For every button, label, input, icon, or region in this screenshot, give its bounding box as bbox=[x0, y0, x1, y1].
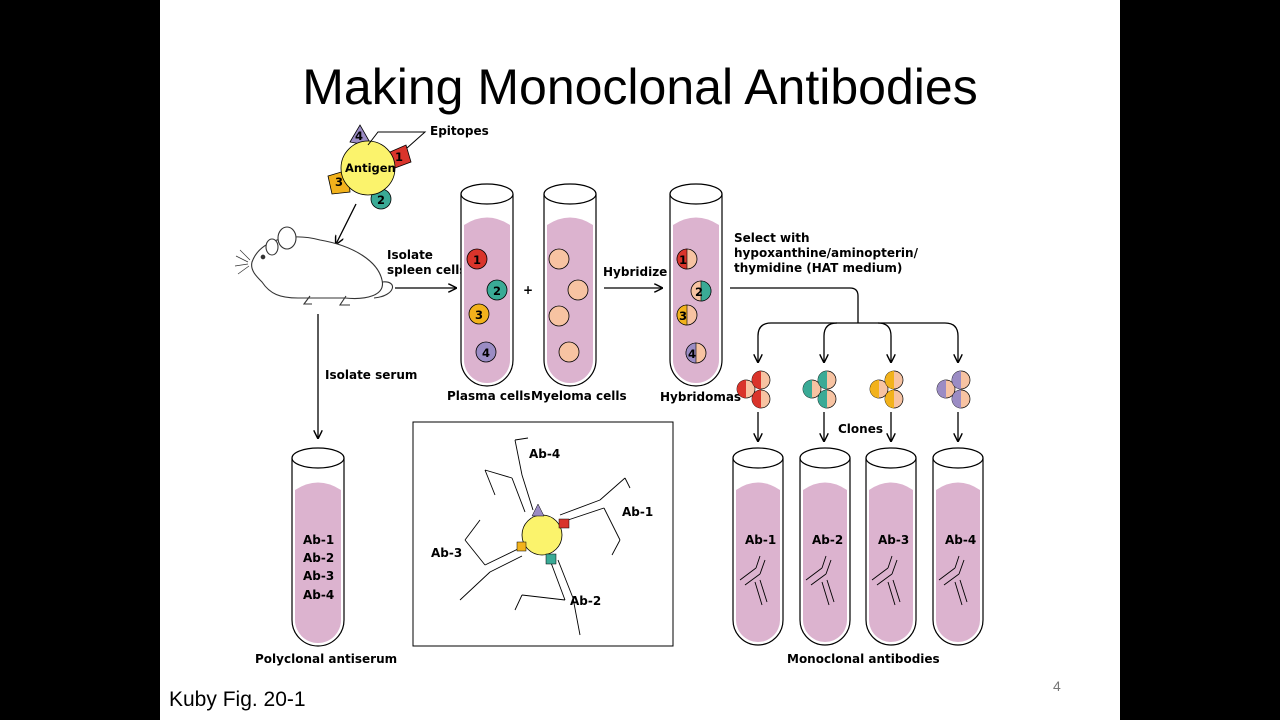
plus-sign: + bbox=[523, 283, 533, 297]
clones-label: Clones bbox=[838, 422, 883, 436]
plasma-cell-4-number: 4 bbox=[482, 346, 490, 360]
mouse-illustration bbox=[234, 226, 393, 306]
hybridize-label: Hybridize bbox=[603, 265, 667, 279]
epitopes-bracket bbox=[367, 131, 427, 149]
polyclonal-content-3: Ab-3 bbox=[303, 569, 334, 583]
slide: Making Monoclonal Antibodies 4 3 2 1 Ant… bbox=[160, 0, 1120, 720]
antigen-group: 4 3 2 1 Antigen Epitopes bbox=[327, 124, 489, 210]
isolate-spleen-label-line2: spleen cells bbox=[387, 263, 466, 277]
epitope-1-number: 1 bbox=[395, 150, 403, 164]
monoclonal-tube-2-label: Ab-2 bbox=[812, 533, 843, 547]
hybridoma-3-number: 3 bbox=[679, 309, 687, 323]
hybridoma-1-number: 1 bbox=[679, 253, 687, 267]
hybridoma-2-number: 2 bbox=[695, 285, 703, 299]
inset-box: Ab-4 Ab-1 Ab-3 Ab-2 bbox=[412, 421, 674, 647]
epitopes-label: Epitopes bbox=[430, 124, 489, 138]
monoclonal-tube-1: Ab-1 bbox=[732, 447, 784, 646]
clone-cluster-1 bbox=[736, 370, 771, 409]
diagram: 4 3 2 1 Antigen Epitopes Isolate spleen … bbox=[234, 124, 984, 666]
plasma-cells-tube: 1 2 3 4 bbox=[460, 183, 514, 387]
monoclonal-tube-1-label: Ab-1 bbox=[745, 533, 776, 547]
inset-epitope-4 bbox=[531, 503, 545, 517]
plasma-cell-1-number: 1 bbox=[473, 253, 481, 267]
plasma-cells-label: Plasma cells bbox=[447, 389, 531, 403]
antigen-label: Antigen bbox=[345, 161, 396, 175]
inset-antigen bbox=[521, 514, 563, 556]
epitope-2-number: 2 bbox=[377, 193, 385, 207]
polyclonal-content-2: Ab-2 bbox=[303, 551, 334, 565]
polyclonal-label: Polyclonal antiserum bbox=[255, 652, 397, 666]
plasma-cell-3-number: 3 bbox=[475, 308, 483, 322]
plasma-cell-3 bbox=[468, 303, 490, 325]
monoclonal-tube-2: Ab-2 bbox=[799, 447, 851, 646]
hybridomas-tube: 1 2 3 4 bbox=[669, 183, 723, 387]
select-label-line2: hypoxanthine/aminopterin/ bbox=[734, 246, 919, 260]
select-label-line1: Select with bbox=[734, 231, 810, 245]
antigen-to-mouse-arrow bbox=[336, 203, 357, 244]
page-number: 4 bbox=[1053, 678, 1061, 694]
isolate-serum-label: Isolate serum bbox=[325, 368, 417, 382]
monoclonal-tube-4: Ab-4 bbox=[932, 447, 984, 646]
selection-branch-lines bbox=[730, 287, 859, 323]
myeloma-cell bbox=[548, 305, 570, 327]
monoclonal-tube-4-label: Ab-4 bbox=[945, 533, 976, 547]
myeloma-cell bbox=[548, 248, 570, 270]
slide-title: Making Monoclonal Antibodies bbox=[302, 59, 978, 115]
myeloma-cells-label: Myeloma cells bbox=[531, 389, 627, 403]
polyclonal-content-4: Ab-4 bbox=[303, 588, 334, 602]
polyclonal-content-1: Ab-1 bbox=[303, 533, 334, 547]
myeloma-cell bbox=[558, 341, 580, 363]
clone-cluster-2 bbox=[802, 370, 837, 409]
plasma-cell-2 bbox=[486, 279, 508, 301]
inset-label-ab1: Ab-1 bbox=[622, 505, 653, 519]
hybridoma-4-number: 4 bbox=[688, 347, 696, 361]
myeloma-cell bbox=[567, 279, 589, 301]
inset-label-ab4: Ab-4 bbox=[529, 447, 560, 461]
inset-epitope-3 bbox=[516, 541, 527, 552]
hybridomas-label: Hybridomas bbox=[660, 390, 741, 404]
figure-caption: Kuby Fig. 20-1 bbox=[169, 688, 306, 711]
monoclonal-tube-3: Ab-3 bbox=[865, 447, 917, 646]
monoclonal-tube-3-label: Ab-3 bbox=[878, 533, 909, 547]
plasma-cell-2-number: 2 bbox=[493, 284, 501, 298]
myeloma-cells-tube bbox=[543, 183, 597, 387]
clone-cluster-3 bbox=[869, 370, 904, 409]
polyclonal-tube: Ab-1 Ab-2 Ab-3 Ab-4 bbox=[291, 447, 345, 647]
antigen-circle bbox=[340, 140, 396, 196]
inset-label-ab3: Ab-3 bbox=[431, 546, 462, 560]
inset-label-ab2: Ab-2 bbox=[570, 594, 601, 608]
select-label-line3: thymidine (HAT medium) bbox=[734, 261, 902, 275]
inset-epitope-1 bbox=[558, 518, 570, 529]
epitope-4-number: 4 bbox=[355, 129, 363, 143]
epitope-3-number: 3 bbox=[335, 175, 343, 189]
inset-epitope-2 bbox=[545, 553, 557, 565]
plasma-cell-4 bbox=[475, 341, 497, 363]
plasma-cell-1 bbox=[466, 248, 488, 270]
clone-cluster-4 bbox=[936, 370, 971, 409]
monoclonal-label: Monoclonal antibodies bbox=[787, 652, 940, 666]
isolate-spleen-label-line1: Isolate bbox=[387, 248, 433, 262]
